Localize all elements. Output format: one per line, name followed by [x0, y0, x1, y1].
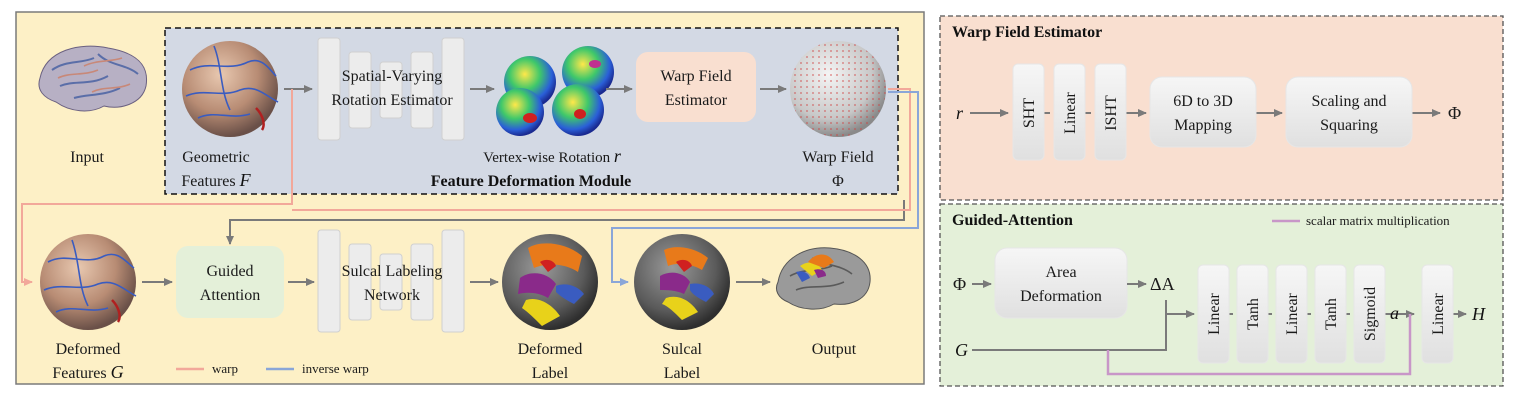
output-label: Output — [812, 341, 857, 358]
attention-panel-title: Guided-Attention — [952, 212, 1073, 229]
mapping-label-1: 6D to 3D — [1173, 93, 1233, 110]
attention-input-g: G — [955, 340, 968, 360]
svg-text:scalar matrix multiplication: scalar matrix multiplication — [1306, 213, 1450, 228]
svg-text:Sigmoid: Sigmoid — [1362, 287, 1379, 341]
svg-text:SHT: SHT — [1021, 98, 1038, 128]
attention-layer-tanh-1: Tanh — [1236, 264, 1269, 364]
geometric-features-sphere — [182, 41, 279, 137]
input-brain-image — [38, 45, 148, 112]
svg-text:Linear: Linear — [1206, 292, 1223, 334]
attention-layer-linear-1: Linear — [1197, 264, 1230, 364]
warp-output-phi: Φ — [1448, 103, 1461, 123]
guided-attention-label-1: Guided — [206, 263, 253, 280]
warp-field-estimator-box — [636, 52, 756, 122]
output-brain-image — [775, 247, 871, 310]
svg-text:Tanh: Tanh — [1245, 298, 1262, 330]
svg-text:inverse warp: inverse warp — [302, 361, 369, 376]
svg-text:Tanh: Tanh — [1323, 298, 1340, 330]
sulcal-label-label-1: Sulcal — [662, 341, 703, 358]
deformed-label-label-1: Deformed — [518, 341, 583, 358]
feature-deformation-module-title: Feature Deformation Module — [431, 173, 632, 190]
geometric-features-label-1: Geometric — [182, 149, 250, 166]
scaling-label-2: Squaring — [1320, 117, 1378, 134]
sulcal-network-label-2: Network — [364, 287, 420, 304]
mapping-box — [1149, 76, 1257, 148]
deformed-label-label-2: Label — [532, 365, 569, 382]
legend-warp: warp — [176, 361, 238, 376]
warp-input-r: r — [956, 103, 964, 123]
svg-text:warp: warp — [212, 361, 238, 376]
attention-layer-final-linear: Linear — [1421, 264, 1454, 364]
rotation-estimator-label-2: Rotation Estimator — [331, 92, 453, 109]
warp-arrows — [21, 88, 911, 286]
legend-inverse-warp: inverse warp — [266, 361, 369, 376]
warp-layer-isht: ISHT — [1094, 63, 1127, 161]
attention-layer-sigmoid: Sigmoid — [1353, 264, 1386, 364]
attention-layer-linear-2: Linear — [1275, 264, 1308, 364]
attention-arrows — [972, 280, 1467, 351]
warp-panel-title: Warp Field Estimator — [952, 24, 1102, 41]
deformed-label-sphere — [502, 234, 598, 330]
sulcal-label-sphere — [634, 234, 730, 330]
warp-field-estimator-label-2: Estimator — [665, 92, 728, 109]
attention-legend: scalar matrix multiplication — [1272, 213, 1450, 228]
svg-text:ISHT: ISHT — [1103, 95, 1120, 131]
warp-field-sphere — [790, 41, 886, 137]
sulcal-label-label-2: Label — [664, 365, 701, 382]
delta-a-label: ΔA — [1150, 274, 1175, 294]
scaling-box — [1285, 76, 1413, 148]
area-deformation-label-2: Deformation — [1020, 288, 1102, 305]
svg-text:Linear: Linear — [1284, 292, 1301, 334]
warp-layer-linear: Linear — [1053, 63, 1086, 161]
svg-text:Linear: Linear — [1430, 292, 1447, 334]
area-deformation-label-1: Area — [1045, 264, 1076, 281]
warp-field-label-1: Warp Field — [802, 149, 873, 166]
deformed-features-label-2: Features G — [52, 362, 123, 382]
a-symbol: a — [1390, 303, 1399, 323]
inverse-warp-arrows — [611, 91, 919, 286]
rotation-estimator-label-1: Spatial-Varying — [342, 68, 442, 85]
sulcal-labeling-network — [317, 229, 465, 333]
vertex-rotation-spheres — [496, 46, 614, 136]
input-label: Input — [70, 149, 104, 166]
warp-layer-sht: SHT — [1012, 63, 1045, 161]
sulcal-network-label-1: Sulcal Labeling — [342, 263, 443, 280]
deformed-features-sphere — [40, 234, 137, 330]
attention-layer-tanh-2: Tanh — [1314, 264, 1347, 364]
attention-output-h: H — [1471, 304, 1486, 324]
guided-attention-box — [176, 246, 284, 318]
scalar-multiplication-line — [1106, 314, 1412, 376]
mapping-label-2: Mapping — [1174, 117, 1232, 134]
scaling-label-1: Scaling and — [1311, 93, 1386, 110]
attention-input-phi: Φ — [953, 274, 966, 294]
deformed-features-label-1: Deformed — [56, 341, 121, 358]
rotation-estimator-network — [317, 37, 465, 141]
warp-field-estimator-label-1: Warp Field — [660, 68, 731, 85]
vertex-rotation-label: Vertex-wise Rotation r — [483, 146, 622, 166]
warp-field-label-2: Φ — [832, 173, 844, 190]
guided-attention-label-2: Attention — [200, 287, 260, 304]
geometric-features-label-2: Features F — [181, 170, 251, 190]
svg-text:Linear: Linear — [1062, 91, 1079, 133]
area-deformation-box — [994, 247, 1128, 319]
